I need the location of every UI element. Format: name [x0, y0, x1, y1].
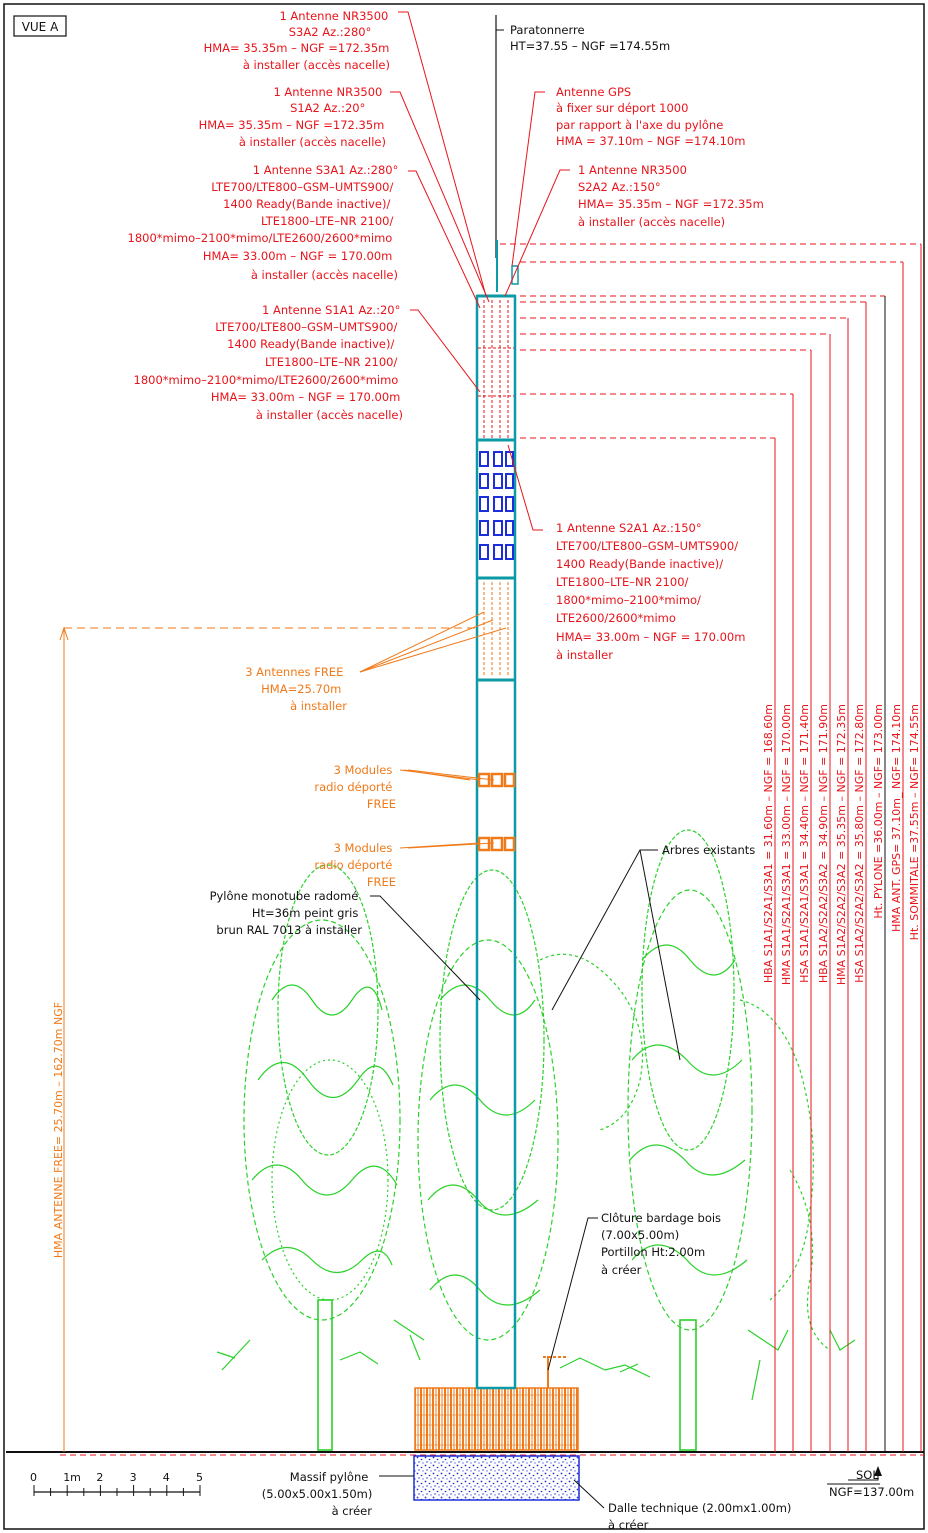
label-ant-s1a2: 1 Antenne NR3500 S1A2 Az.:20° HMA= 35.35…: [199, 85, 388, 149]
label-massif: Massif pylône (5.00x5.00x1.50m) à créer: [262, 1470, 376, 1518]
dimension-label-1: HBA S1A1/S2A1/S3A1 = 31.60m – NGF = 168.…: [762, 704, 775, 983]
view-label: VUE A: [22, 20, 59, 34]
dimension-label-9: Ht. SOMMITALE =37.55m – NGF= 174.55m: [908, 704, 921, 940]
scale-tick-label: 0: [30, 1471, 37, 1484]
tree-right: [627, 829, 831, 1451]
dimension-label-8: HMA ANT. GPS= 37.10m_ NGF= 174.10m: [890, 704, 903, 932]
label-gps: Antenne GPS à fixer sur déport 1000 par …: [556, 85, 745, 148]
label-ant-s1a1: 1 Antenne S1A1 Az.:20° LTE700/LTE800–GSM…: [134, 303, 405, 422]
dimension-labels: HBA S1A1/S2A1/S3A1 = 31.60m – NGF = 168.…: [762, 704, 921, 985]
red-dimension-lines: [500, 243, 922, 1452]
sol-ngf: NGF=137.00m: [829, 1485, 914, 1499]
dimension-label-4: HBA S1A2/S2A2/S3A2 = 34.90m – NGF = 171.…: [817, 704, 830, 983]
view-label-box: [13, 15, 67, 37]
shrubs: [339, 1329, 856, 1378]
dimension-label-3: HSA S1A1/S2A1/S3A1 = 34.40m – NGF = 171.…: [798, 704, 811, 983]
scale-tick-label: 5: [196, 1471, 203, 1484]
dimension-label-2: HMA S1A1/S2A1/S3A1 = 33.00m – NGF = 170.…: [780, 704, 793, 985]
drawing-frame: [3, 3, 925, 1530]
label-free-modules-2: 3 Modules radio déporté FREE: [314, 841, 396, 889]
dimension-label-6: HSA S1A2/S2A2/S3A2 = 35.80m – NGF = 172.…: [853, 704, 866, 983]
label-free-antennas: 3 Antennes FREE HMA=25.70m à installer: [245, 665, 347, 713]
free-dimension-line: [59, 626, 476, 1452]
label-arbres: Arbres existants: [662, 843, 755, 857]
equipment-racks: [479, 451, 514, 560]
label-dalle: Dalle technique (2.00mx1.00m) à créer: [608, 1501, 795, 1532]
red-leader-lines: [390, 11, 570, 531]
label-free-modules-1: 3 Modules radio déporté FREE: [314, 763, 396, 811]
tree-left: [216, 864, 425, 1451]
pylon-tube: [475, 294, 517, 1390]
dimension-label-5: HMA S1A2/S2A2/S3A2 = 35.35m – NGF = 172.…: [835, 704, 848, 985]
existing-trees: [216, 829, 856, 1451]
orange-leader-lines: [359, 611, 507, 849]
dimension-label-7: Ht. PYLONE =36.00m – NGF= 173.00m: [872, 704, 885, 919]
tree-center: [417, 869, 643, 1341]
scale-tick-label: 1m: [63, 1471, 81, 1484]
label-pylone: Pylône monotube radomé Ht=36m peint gris…: [210, 889, 363, 937]
pylon: [475, 15, 519, 1390]
label-paratonnerre: Paratonnerre HT=37.55 – NGF =174.55m: [510, 23, 670, 53]
scale-bar: 0 1m 2 3 4 5: [30, 1471, 203, 1496]
label-ant-s3a2: 1 Antenne NR3500 S3A2 Az.:280° HMA= 35.3…: [204, 9, 393, 72]
label-ant-s3a1: 1 Antenne S3A1 Az.:280° LTE700/LTE800–GS…: [128, 163, 403, 282]
free-radio-modules: [477, 772, 516, 852]
label-ant-s2a1: 1 Antenne S2A1 Az.:150° LTE700/LTE800–GS…: [556, 521, 749, 662]
scale-tick-label: 4: [163, 1471, 170, 1484]
label-ant-s2a2: 1 Antenne NR3500 S2A2 Az.:150° HMA= 35.3…: [578, 163, 767, 229]
black-leader-lines: [370, 29, 681, 1509]
ground-level-marker: SOL NGF=137.00m: [827, 1466, 914, 1499]
label-cloture: Clôture bardage bois (7.00x5.00m) Portil…: [601, 1211, 725, 1277]
scale-tick-label: 3: [130, 1471, 137, 1484]
foundation-massif: [413, 1455, 580, 1501]
wooden-fence: [414, 1387, 579, 1451]
hma-free-dimension-label: HMA ANTENNE FREE= 25.70m – 162.70m NGF: [52, 1002, 65, 1258]
scale-tick-label: 2: [96, 1471, 103, 1484]
sol-label: SOL: [856, 1468, 879, 1482]
